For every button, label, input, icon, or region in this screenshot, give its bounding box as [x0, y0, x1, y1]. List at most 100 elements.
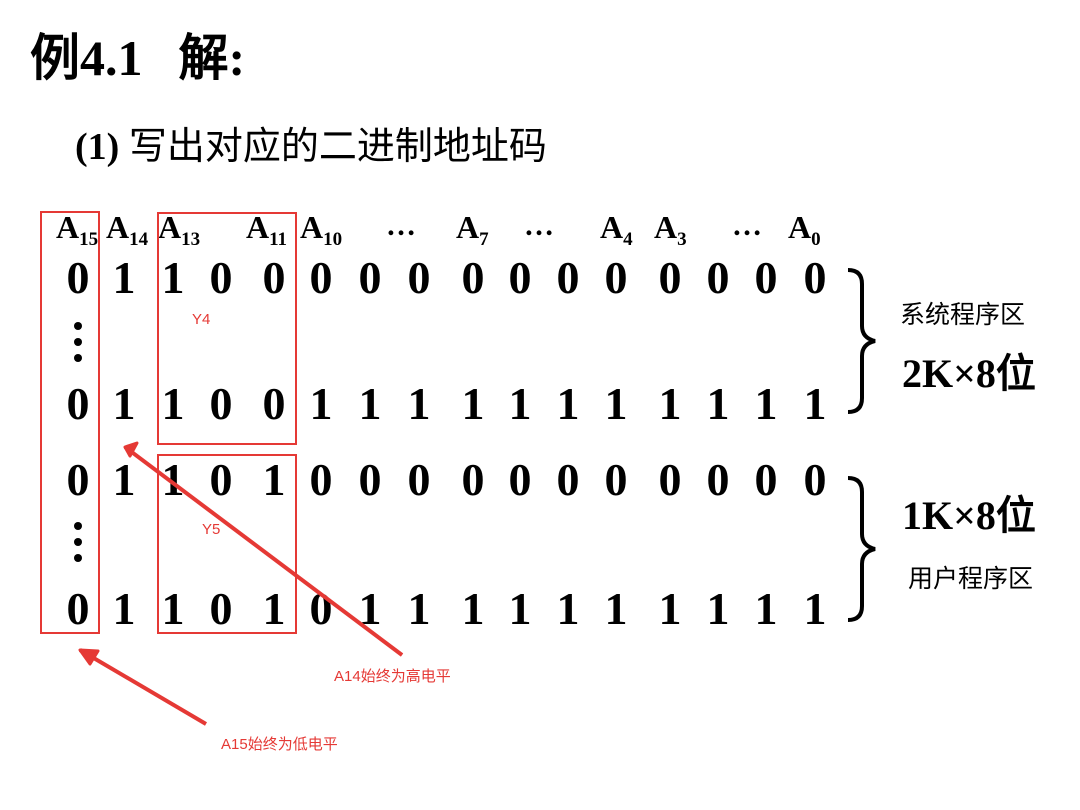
subtitle-text: 写出对应的二进制地址码	[128, 126, 547, 168]
bit-a6: 1	[508, 378, 532, 429]
bit-a13: 1	[161, 252, 185, 303]
y5-label: Y5	[202, 521, 221, 538]
vertical-ellipsis-user	[74, 522, 84, 564]
bit-a1: 1	[754, 583, 778, 634]
addr-a15: A15	[56, 209, 99, 250]
addr-a13: A13	[158, 209, 201, 250]
bit-a10: 0	[309, 252, 333, 303]
vertical-ellipsis-system	[74, 322, 84, 364]
addr-ellipsis-1: …	[386, 209, 416, 242]
bit-a3: 0	[658, 454, 682, 505]
bit-a5: 0	[556, 252, 580, 303]
bit-a9: 0	[358, 454, 382, 505]
bit-a5: 0	[556, 454, 580, 505]
a14-note: A14始终为高电平	[334, 668, 451, 685]
bit-a9: 1	[358, 378, 382, 429]
y4-label: Y4	[192, 311, 211, 328]
bit-a7: 0	[461, 454, 485, 505]
bit-a1: 0	[754, 454, 778, 505]
bit-a11: 1	[262, 454, 286, 505]
bit-a6: 1	[508, 583, 532, 634]
bit-a13: 1	[161, 454, 185, 505]
y5-highlight-box	[157, 454, 297, 634]
addr-a0: A0	[788, 209, 821, 250]
user-region-capacity: 1K×8位	[902, 493, 1036, 538]
bit-a6: 0	[508, 454, 532, 505]
bit-a7: 1	[461, 378, 485, 429]
bit-a8: 1	[407, 378, 431, 429]
bit-a2: 0	[706, 454, 730, 505]
bit-a4: 0	[604, 454, 628, 505]
bit-a9: 1	[358, 583, 382, 634]
brace-system	[847, 268, 876, 414]
bit-a14: 1	[112, 583, 136, 634]
title-main: 例4.1	[30, 30, 143, 86]
bit-a13: 1	[161, 378, 185, 429]
a15-note: A15始终为低电平	[221, 736, 338, 753]
bit-a14: 1	[112, 252, 136, 303]
bit-a2: 0	[706, 252, 730, 303]
addr-a4: A4	[600, 209, 633, 250]
bit-a12: 0	[209, 583, 233, 634]
bit-a10: 1	[309, 378, 333, 429]
bit-a5: 1	[556, 583, 580, 634]
system-region-name: 系统程序区	[900, 301, 1026, 329]
bit-a5: 1	[556, 378, 580, 429]
bit-a15: 0	[66, 454, 90, 505]
bit-a4: 1	[604, 378, 628, 429]
bit-a1: 1	[754, 378, 778, 429]
arrow-a14	[123, 441, 404, 657]
bit-a3: 1	[658, 378, 682, 429]
bit-a9: 0	[358, 252, 382, 303]
bit-a10: 0	[309, 583, 333, 634]
bit-a0: 1	[803, 583, 827, 634]
bit-a1: 0	[754, 252, 778, 303]
bit-a15: 0	[66, 583, 90, 634]
addr-a14: A14	[106, 209, 149, 250]
bit-a0: 0	[803, 454, 827, 505]
addr-a10: A10	[300, 209, 343, 250]
title-suffix: 解:	[178, 30, 246, 86]
bit-a10: 0	[309, 454, 333, 505]
addr-a7: A7	[456, 209, 489, 250]
bit-a14: 1	[112, 378, 136, 429]
arrow-a15	[78, 648, 208, 726]
bit-a11: 0	[262, 378, 286, 429]
user-region-name: 用户程序区	[908, 565, 1034, 593]
subtitle-number: (1)	[75, 126, 120, 168]
addr-a3: A3	[654, 209, 687, 250]
bit-a12: 0	[209, 378, 233, 429]
bit-a12: 0	[209, 252, 233, 303]
bit-a8: 0	[407, 454, 431, 505]
bit-a3: 0	[658, 252, 682, 303]
bit-a7: 1	[461, 583, 485, 634]
bit-a0: 0	[803, 252, 827, 303]
page-title: 例4.1 解:	[30, 28, 245, 88]
addr-ellipsis-3: …	[732, 209, 762, 242]
bit-a12: 0	[209, 454, 233, 505]
system-region-capacity: 2K×8位	[902, 351, 1036, 396]
bit-a13: 1	[161, 583, 185, 634]
bit-a4: 0	[604, 252, 628, 303]
brace-user	[847, 476, 876, 622]
bit-a2: 1	[706, 583, 730, 634]
bit-a8: 1	[407, 583, 431, 634]
bit-a8: 0	[407, 252, 431, 303]
y4-highlight-box	[157, 212, 297, 445]
bit-a15: 0	[66, 252, 90, 303]
addr-a11: A11	[246, 209, 288, 250]
bit-a7: 0	[461, 252, 485, 303]
bit-a2: 1	[706, 378, 730, 429]
bit-a11: 0	[262, 252, 286, 303]
bit-a15: 0	[66, 378, 90, 429]
addr-ellipsis-2: …	[524, 209, 554, 242]
bit-a6: 0	[508, 252, 532, 303]
a15-highlight-box	[40, 211, 100, 634]
bit-a4: 1	[604, 583, 628, 634]
bit-a0: 1	[803, 378, 827, 429]
